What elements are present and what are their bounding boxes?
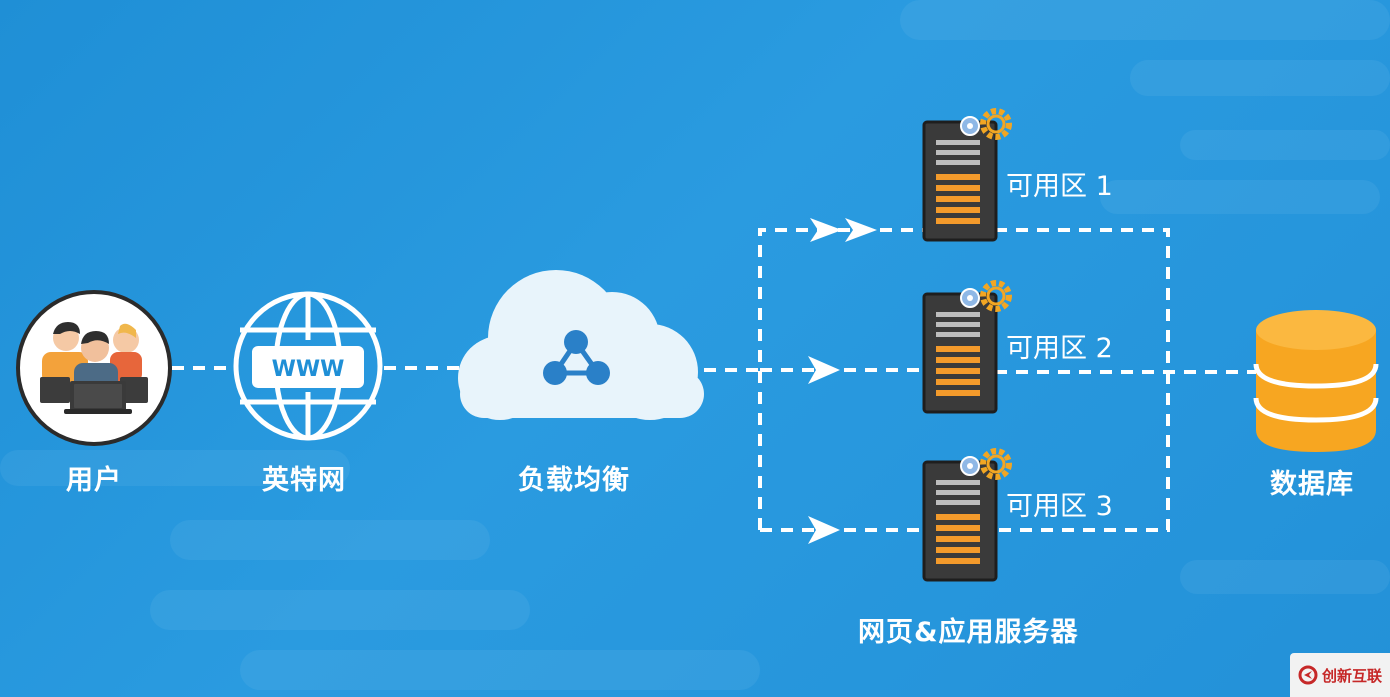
www-badge-text: WWW (272, 357, 345, 382)
arrow-zone1-a (810, 218, 842, 242)
zone-1-label: 可用区 1 (1006, 171, 1113, 202)
internet-label: 英特网 (262, 465, 346, 496)
users-icon (16, 290, 172, 446)
line-to-zone1 (758, 228, 925, 530)
server-group-label: 网页&应用服务器 (858, 617, 1079, 648)
arrow-zone3 (808, 516, 840, 544)
server-zone3-icon (922, 448, 1012, 582)
database-label: 数据库 (1270, 469, 1354, 500)
server-zone2-icon (922, 280, 1012, 414)
zone-2-label: 可用区 2 (1006, 333, 1113, 364)
server-zone1-icon (922, 108, 1012, 242)
watermark: 创新互联 (1290, 653, 1390, 697)
www-badge (252, 346, 364, 388)
line-zones-return (995, 228, 1170, 532)
load-balancer-label: 负载均衡 (518, 465, 630, 496)
load-balancer-icon (543, 330, 610, 385)
zone-3-label: 可用区 3 (1006, 491, 1113, 522)
users-label: 用户 (66, 465, 122, 496)
flow-arrows (808, 218, 877, 544)
database-icon (1253, 310, 1379, 452)
arrow-zone1-b (845, 218, 877, 242)
watermark-text: 创新互联 (1321, 666, 1382, 685)
arrow-zone2 (808, 356, 840, 384)
watermark-logo-icon (1298, 665, 1318, 685)
